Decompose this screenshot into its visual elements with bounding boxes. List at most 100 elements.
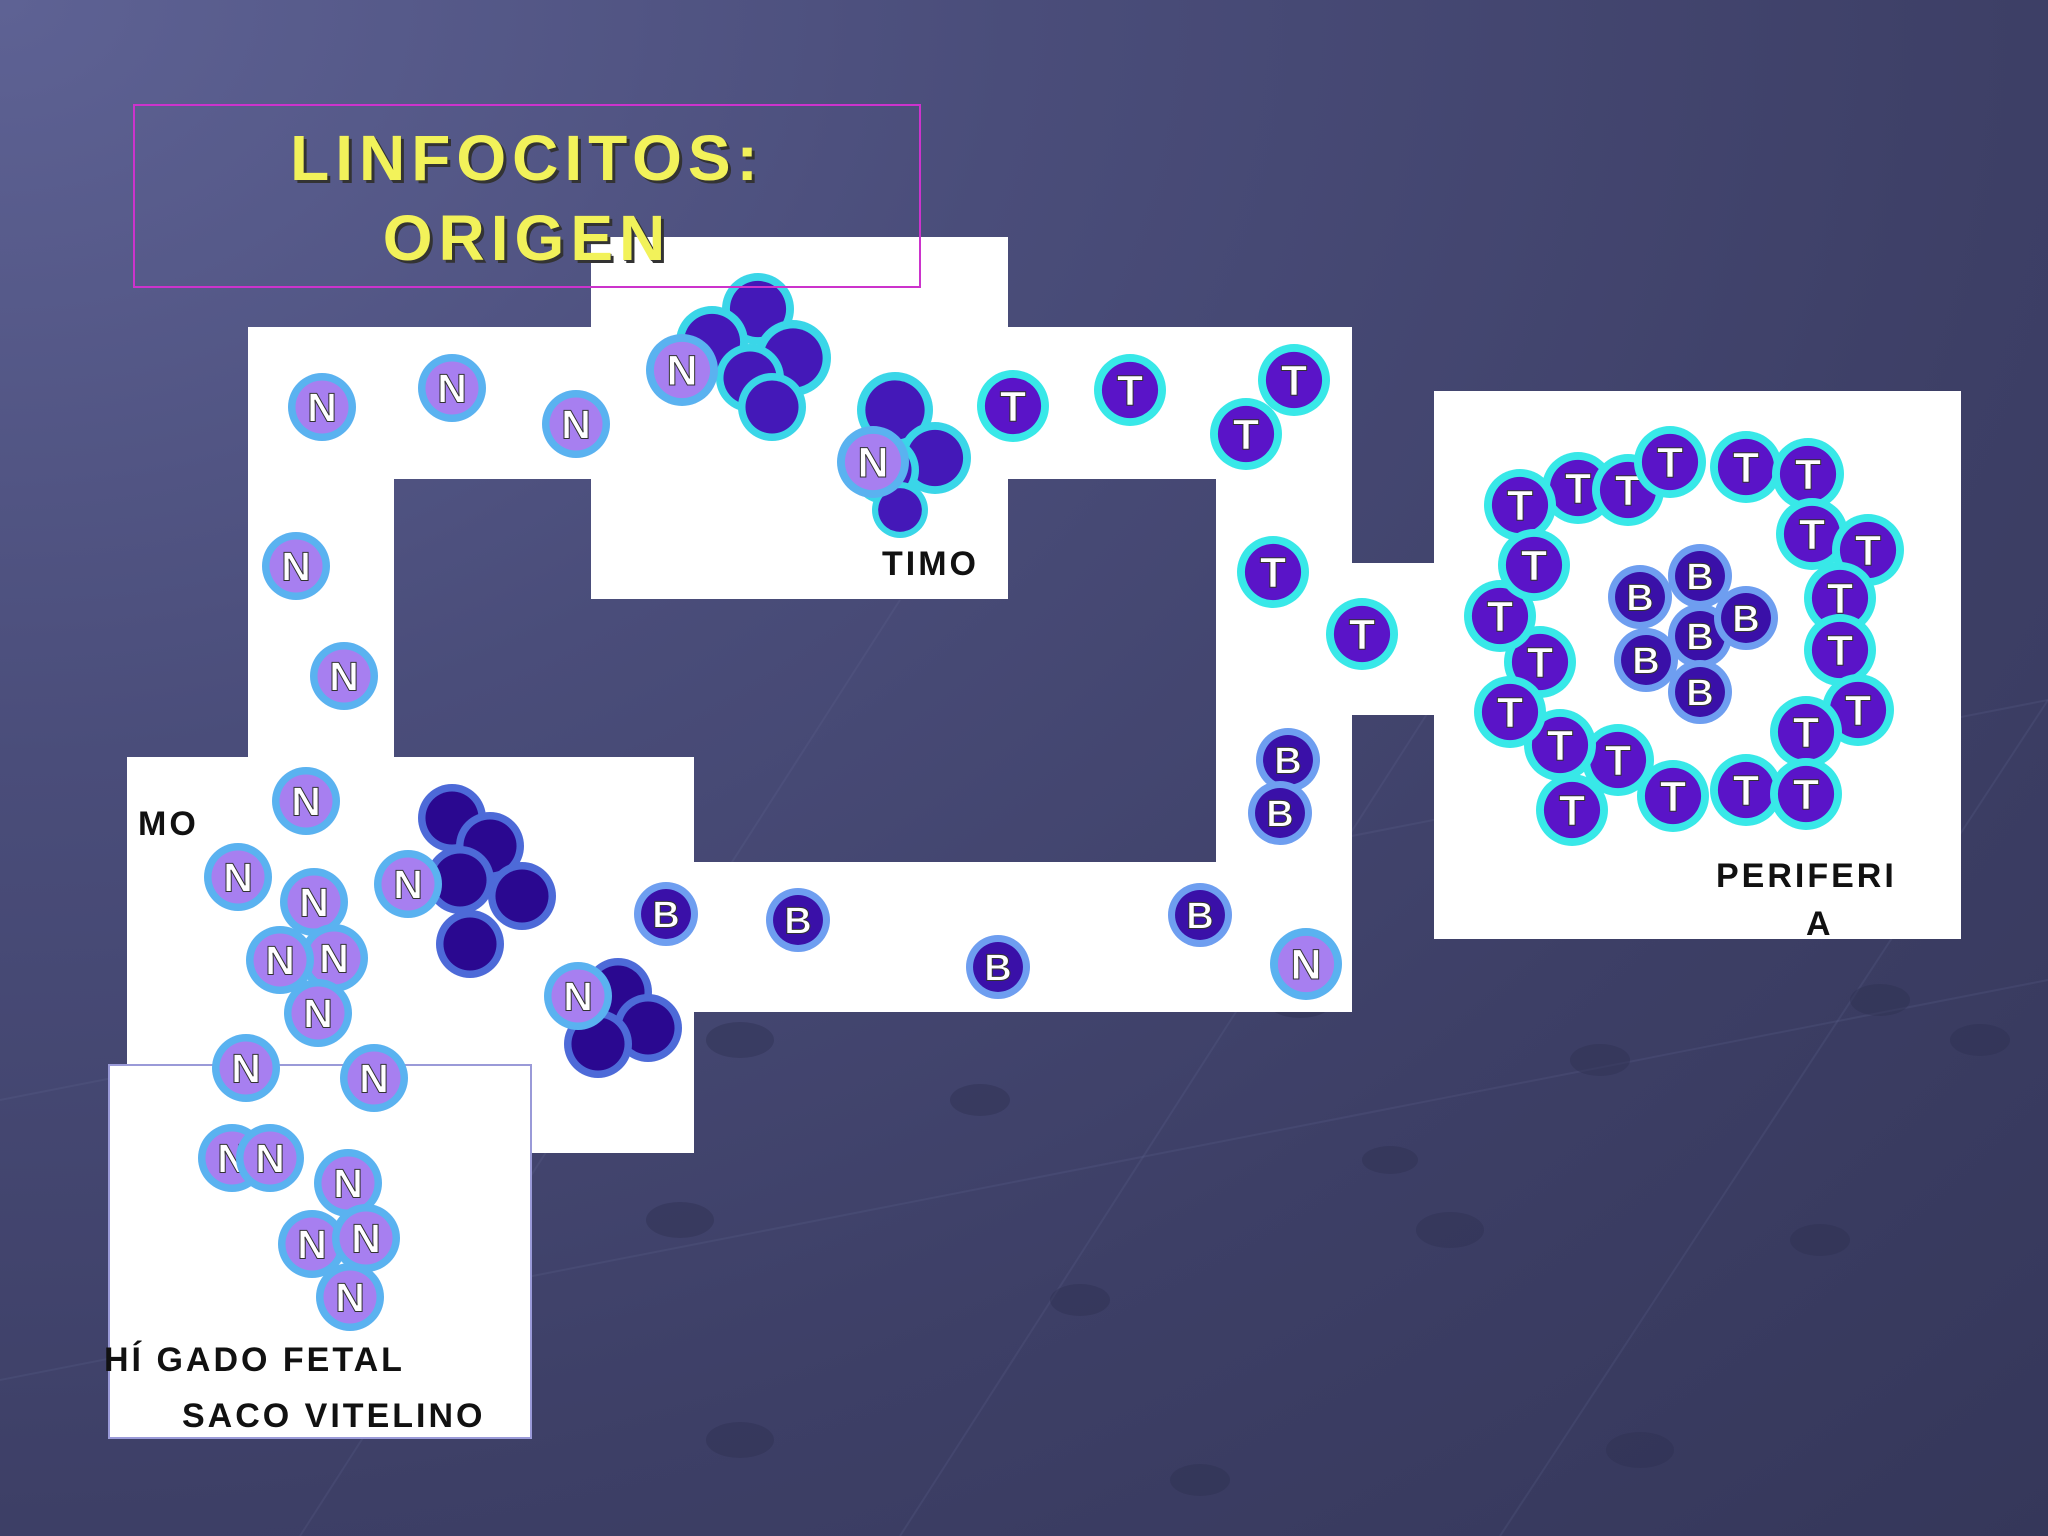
title-box (133, 104, 921, 288)
label-mo: MO (138, 805, 199, 843)
cell-core (1244, 543, 1302, 601)
cell-letter: N (329, 653, 359, 699)
cell-t: T (1710, 754, 1782, 826)
cell-core (729, 280, 787, 338)
cell-n: N (246, 926, 314, 994)
cell-n: N (300, 924, 368, 992)
cell-n: N (204, 843, 272, 911)
cell-letter: B (1732, 598, 1759, 640)
cell-t: T (1770, 758, 1842, 830)
cell-core (1265, 351, 1323, 409)
cell-letter: N (231, 1045, 261, 1091)
label-saco-vitelino: SACO VITELINO (182, 1397, 486, 1435)
cell-n: N (278, 1210, 346, 1278)
cell-core (1217, 405, 1275, 463)
cell-core (1471, 587, 1529, 645)
cell-t: T (977, 370, 1049, 442)
cell-core (1783, 505, 1841, 563)
cell-core (1644, 767, 1702, 825)
cell-letter: N (223, 854, 253, 900)
cell-core (1255, 788, 1305, 838)
label-periferia-line-1: PERIFERI (1716, 857, 1897, 895)
cell-letter: T (1793, 771, 1819, 819)
label-periferia-line-2: A (1806, 905, 1834, 943)
cell-core (1621, 635, 1671, 685)
label-higado-fetal: HÍ GADO FETAL (104, 1341, 405, 1379)
cell-core (773, 895, 823, 945)
cell-b: B (1168, 883, 1232, 947)
cell-letter: T (1657, 439, 1683, 487)
cell-core (844, 433, 902, 491)
cell-b: B (1668, 604, 1732, 668)
pathway (127, 237, 1961, 1153)
cell-n: N (280, 868, 348, 936)
cell-t: T (1536, 774, 1608, 846)
cell-letter: T (1233, 411, 1259, 459)
cell-letter: T (1497, 689, 1523, 737)
cell-b: B (1668, 660, 1732, 724)
cell-letter: B (1626, 577, 1653, 619)
cell-core (1675, 551, 1725, 601)
cell-core (1481, 683, 1539, 741)
cell-letter: T (1000, 383, 1026, 431)
cell-t: T (1542, 452, 1614, 524)
cell-letter: B (1274, 740, 1301, 782)
cell-letter: T (1521, 542, 1547, 590)
cell-n: N (236, 1124, 304, 1192)
cell-letter: T (1117, 367, 1143, 415)
cell-b: B (634, 882, 698, 946)
cell-b: B (966, 935, 1030, 999)
title-line-2: ORIGEN (382, 202, 672, 274)
cell-core (1811, 621, 1869, 679)
page-title: LINFOCITOS: ORIGEN (133, 118, 921, 278)
cell-letter: T (1349, 611, 1375, 659)
cell-letter: T (1547, 722, 1573, 770)
cell-core (1615, 572, 1665, 622)
cell-core (1717, 438, 1775, 496)
cell-n: N (288, 373, 356, 441)
cell-core (317, 649, 371, 703)
cell-core (1675, 667, 1725, 717)
cell-b: B (1256, 728, 1320, 792)
cell-core (495, 869, 549, 923)
cell-letter: T (1827, 627, 1853, 675)
cell-letter: N (333, 1160, 363, 1206)
cell-core (984, 377, 1042, 435)
cell-t: T (1094, 354, 1166, 426)
cell-core (1777, 703, 1835, 761)
cell-t: T (1464, 580, 1536, 652)
cell-core (1505, 536, 1563, 594)
cell-n: N (374, 850, 442, 918)
cell-t: T (1804, 614, 1876, 686)
cell-core (1777, 765, 1835, 823)
cell-b: B (1668, 544, 1732, 608)
cell-core (745, 380, 799, 434)
cell-t: T (1637, 760, 1709, 832)
cell-t: T (1326, 598, 1398, 670)
cell-n: N (284, 979, 352, 1047)
cell-blank (738, 373, 806, 441)
cell-letter: B (984, 947, 1011, 989)
cell-letter: B (652, 894, 679, 936)
cell-core (1549, 459, 1607, 517)
cell-letter: T (1795, 451, 1821, 499)
cell-core (653, 341, 711, 399)
cell-b: B (1608, 565, 1672, 629)
cell-letter: N (281, 543, 311, 589)
cell-core (211, 850, 265, 904)
cell-letter: T (1565, 465, 1591, 513)
cell-t: T (1484, 469, 1556, 541)
cell-core (1829, 681, 1887, 739)
cell-core (287, 875, 341, 929)
cell-core (381, 857, 435, 911)
cell-letter: N (335, 1274, 365, 1320)
cell-core (1511, 633, 1569, 691)
cell-n: N (1270, 928, 1342, 1000)
cell-n: N (272, 767, 340, 835)
cell-core (1811, 569, 1869, 627)
cell-n: N (212, 1034, 280, 1102)
cell-core (219, 1041, 273, 1095)
cell-n: N (332, 1204, 400, 1272)
cell-t: T (1474, 676, 1546, 748)
